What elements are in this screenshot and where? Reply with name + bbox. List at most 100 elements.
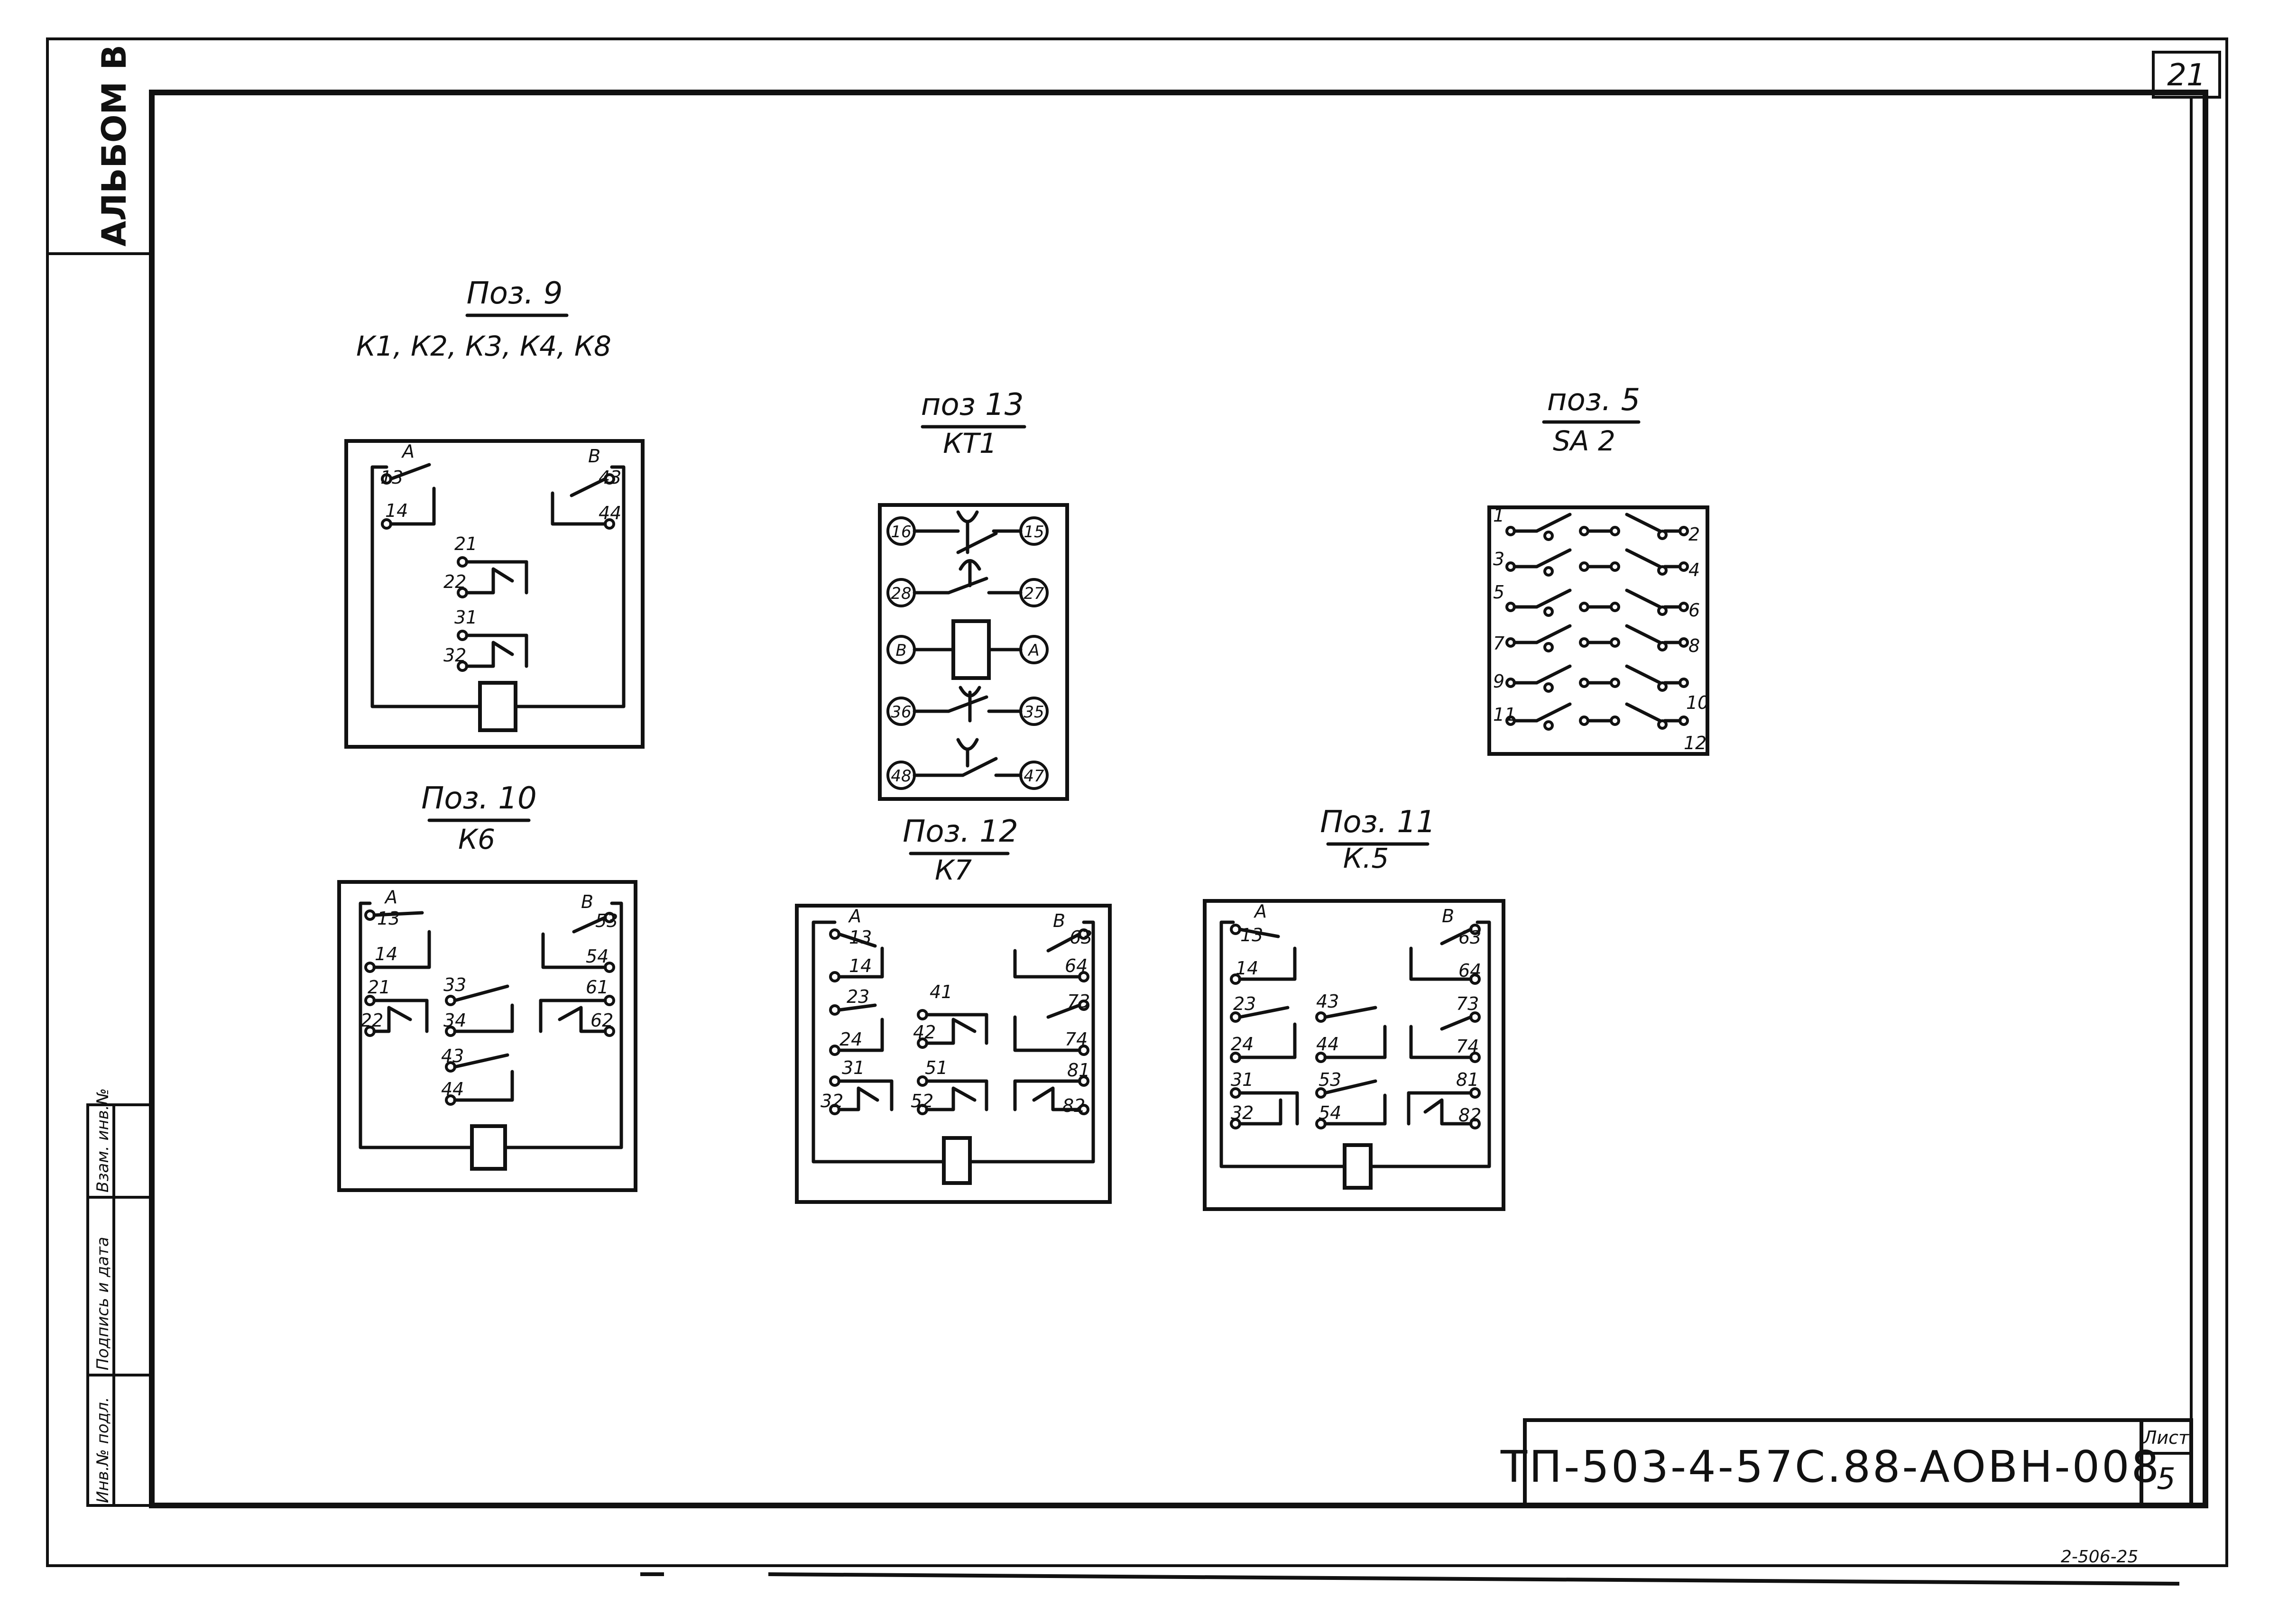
poz12-term-82: 82: [1062, 1095, 1085, 1116]
sa2-row-4-blade-1: [1535, 624, 1572, 644]
sa2-row-4-contact-1: [1543, 642, 1554, 652]
poz12-term-81: 81: [1067, 1060, 1090, 1081]
poz12-term-63: 63: [1070, 927, 1092, 948]
poz11-term-53: 53: [1319, 1069, 1341, 1090]
sa2-row-2-contact-1: [1543, 566, 1554, 577]
relay-block-poz12: Поз. 12 К7: [795, 814, 1112, 1204]
sa2-row-3-contact-4: [1657, 606, 1668, 616]
poz11-term-81: 81: [1456, 1069, 1479, 1090]
poz12-term-32: 32: [821, 1091, 843, 1111]
sa2-row-5-contact-3: [1610, 678, 1620, 688]
poz10-title: Поз. 10: [421, 781, 536, 816]
album-label: АЛЬБОМ В: [95, 45, 134, 247]
poz5-term-11: 11: [1493, 704, 1516, 725]
poz11-term-64: 64: [1458, 960, 1481, 981]
poz12-term-14: 14: [849, 955, 872, 976]
relay-block-poz9: Поз. 9 К1, К2, К3, К4, К8 А 13 14 В 43 4…: [344, 276, 645, 749]
sa2-row-4-blade-2: [1625, 624, 1662, 644]
poz9-title: Поз. 9: [467, 276, 563, 311]
poz13-title: поз 13: [921, 387, 1024, 422]
poz10-term-61: 61: [586, 977, 609, 998]
poz13-term-b: В: [895, 641, 906, 660]
poz13-subtitle: КТ1: [943, 427, 997, 459]
poz11-term-74: 74: [1456, 1036, 1479, 1057]
poz5-term-5: 5: [1493, 582, 1504, 603]
sa2-row-2-contact-3: [1610, 561, 1620, 572]
sa2-row-3-contact-3: [1610, 602, 1620, 612]
poz5-title: поз. 5: [1547, 383, 1640, 418]
poz12-term-74: 74: [1065, 1029, 1088, 1050]
poz5-term-6: 6: [1688, 600, 1700, 621]
sa2-row-6-blade-1: [1535, 702, 1572, 723]
poz9-term-a: А: [401, 441, 415, 462]
relay-block-poz13: поз 13 КТ1 16: [878, 387, 1069, 801]
sa2-row-3-contact-1: [1543, 606, 1554, 617]
poz13-term-16: 16: [891, 523, 911, 541]
sa2-row-3-contact-2: [1579, 602, 1589, 612]
sa2-row-6-contact-1: [1543, 720, 1554, 731]
poz9-subtitle: К1, К2, К3, К4, К8: [356, 330, 611, 362]
relay-block-poz11: Поз. 11 К.5: [1203, 805, 1505, 1211]
side-stamp: Инв.№ подл. Подпись и дата Взам. инв.№: [86, 1088, 153, 1507]
poz11-term-32: 32: [1231, 1102, 1254, 1123]
sa2-row-1-contact-2: [1579, 526, 1589, 536]
poz11-term-b: В: [1442, 906, 1454, 927]
poz11-term-23: 23: [1233, 993, 1256, 1014]
poz11-term-63: 63: [1458, 927, 1481, 948]
poz10-term-43: 43: [441, 1046, 464, 1066]
relay-block-poz10: Поз. 10 К6 А 13 14 В: [337, 781, 637, 1192]
poz10-term-a: А: [384, 887, 397, 908]
sa2-row-1-blade-1: [1535, 513, 1572, 533]
poz10-term-34: 34: [443, 1010, 466, 1031]
sa2-row-4-contact-4: [1657, 641, 1668, 651]
poz11-term-31: 31: [1231, 1069, 1254, 1090]
sa2-row-1-contact-4: [1657, 530, 1668, 540]
poz9-term-14: 14: [385, 500, 408, 521]
poz11-term-43: 43: [1316, 991, 1339, 1012]
poz10-term-53: 53: [595, 910, 618, 931]
sa2-row-6-contact-3: [1610, 716, 1620, 726]
poz5-term-9: 9: [1493, 671, 1504, 692]
poz9-term-b: В: [588, 446, 600, 467]
poz9-term-21: 21: [454, 533, 477, 554]
title-block: ТП-503-4-57С.88-АОВН-008 Лист 5: [1500, 1418, 2193, 1507]
poz11-term-24: 24: [1231, 1034, 1254, 1055]
poz11-title: Поз. 11: [1320, 805, 1435, 840]
sheet-label: Лист: [2142, 1427, 2190, 1448]
sheet-frame: [46, 37, 2228, 1586]
poz5-term-4: 4: [1688, 560, 1700, 580]
poz12-subtitle: К7: [935, 854, 972, 886]
sa2-row-2-contact-2: [1579, 561, 1589, 572]
poz12-term-b: В: [1053, 910, 1065, 931]
sa2-row-5-blade-2: [1625, 664, 1662, 685]
poz13-term-36: 36: [891, 703, 911, 722]
poz9-term-22: 22: [443, 571, 466, 592]
poz10-term-44: 44: [441, 1079, 464, 1100]
poz13-term-47: 47: [1024, 767, 1044, 786]
poz13-term-35: 35: [1024, 703, 1044, 722]
poz10-term-21: 21: [368, 977, 390, 998]
page-number: 21: [2167, 58, 2205, 93]
poz13-term-a: А: [1027, 641, 1039, 660]
sa2-row-4-contact-3: [1610, 637, 1620, 648]
poz10-term-33: 33: [443, 974, 466, 995]
stamp-inv-label: Инв.№ подл.: [93, 1397, 112, 1503]
sa2-row-2-contact-4: [1657, 565, 1668, 576]
sa2-row-6-contact-4: [1657, 719, 1668, 730]
poz10-term-b: В: [581, 891, 593, 912]
poz12-term-73: 73: [1067, 991, 1090, 1012]
poz11-term-13: 13: [1240, 925, 1263, 945]
sa2-row-6-contact-2: [1579, 716, 1589, 726]
poz13-term-27: 27: [1024, 584, 1044, 603]
poz12-term-24: 24: [839, 1029, 862, 1050]
poz5-term-7: 7: [1493, 633, 1504, 654]
page-number-box: 21: [2152, 51, 2221, 99]
sa2-row-5-contact-2: [1579, 678, 1589, 688]
poz10-term-14: 14: [375, 944, 397, 964]
poz12-term-51: 51: [925, 1057, 948, 1078]
poz13-term-48: 48: [891, 767, 911, 786]
sa2-row-5-blade-1: [1535, 664, 1572, 685]
poz13-term-15: 15: [1024, 523, 1044, 541]
sa2-row-6-blade-2: [1625, 702, 1662, 723]
